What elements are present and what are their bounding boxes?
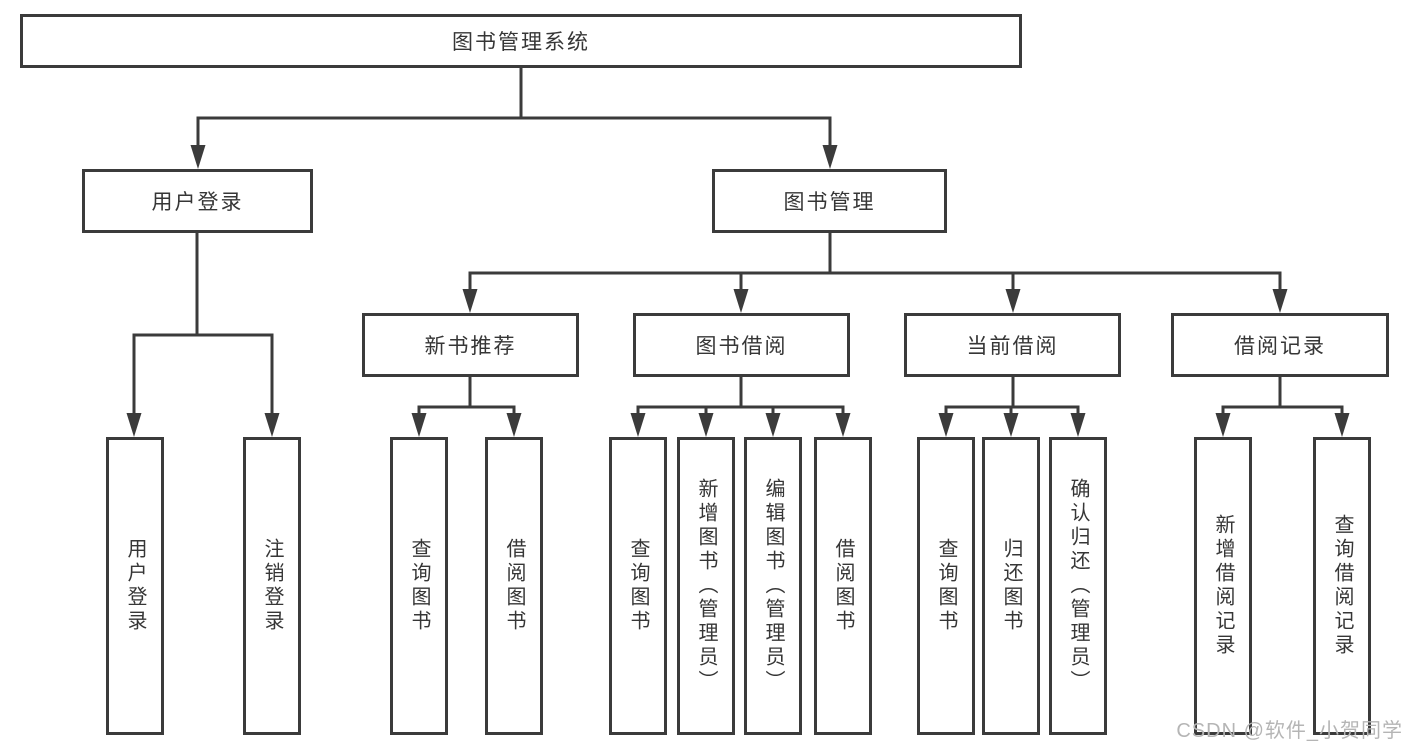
- node-user-login: 用户登录: [82, 169, 313, 233]
- node-book-management: 图书管理: [712, 169, 947, 233]
- leaf-confirm-return-admin: 确认归还（管理员）: [1049, 437, 1107, 735]
- node-current-borrowing: 当前借阅: [904, 313, 1121, 377]
- leaf-query-books-current: 查询图书: [917, 437, 975, 735]
- leaf-query-books-recommend: 查询图书: [390, 437, 448, 735]
- leaf-query-borrow-record: 查询借阅记录: [1313, 437, 1371, 735]
- node-book-borrowing: 图书借阅: [633, 313, 850, 377]
- leaf-user-login: 用户登录: [106, 437, 164, 735]
- csdn-watermark: CSDN @软件_小贺同学: [1176, 720, 1403, 742]
- leaf-return-books: 归还图书: [982, 437, 1040, 735]
- node-library-management-system: 图书管理系统: [20, 14, 1022, 68]
- leaf-add-borrow-record: 新增借阅记录: [1194, 437, 1252, 735]
- node-new-book-recommend: 新书推荐: [362, 313, 579, 377]
- leaf-borrow-books-recommend: 借阅图书: [485, 437, 543, 735]
- leaf-add-books-admin: 新增图书（管理员）: [677, 437, 735, 735]
- leaf-logout: 注销登录: [243, 437, 301, 735]
- leaf-edit-books-admin: 编辑图书（管理员）: [744, 437, 802, 735]
- leaf-borrow-books-borrowing: 借阅图书: [814, 437, 872, 735]
- leaf-query-books-borrowing: 查询图书: [609, 437, 667, 735]
- node-borrowing-records: 借阅记录: [1171, 313, 1389, 377]
